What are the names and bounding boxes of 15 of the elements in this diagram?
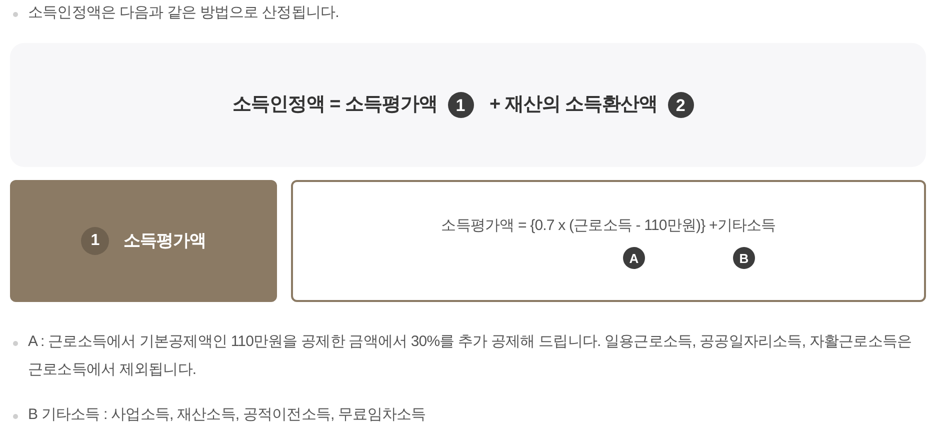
callout-number: B xyxy=(733,247,755,269)
callout-number: A xyxy=(623,247,645,269)
callout-number: 1 xyxy=(81,227,110,255)
section-header-box xyxy=(10,180,277,302)
formula-text: + 재산의 소득환산액 xyxy=(490,92,658,117)
callout-number: 2 xyxy=(668,92,694,118)
note-text: B 기타소득 : 사업소득, 재산소득, 공적이전소득, 무료임차소득 xyxy=(28,405,427,425)
note-text: A : 근로소득에서 기본공제액인 110만원을 공제한 금액에서 30%를 추가 공제해 드립니다. 일용근로소득, 공공일자리소득, 자활근로소득은 근로소득에서 제외됩니다. xyxy=(28,332,913,380)
formula-panel xyxy=(10,43,926,167)
section-title: 소득평가액 xyxy=(123,230,206,252)
formula-text: 소득인정액 = 소득평가액 xyxy=(232,92,438,117)
formula-text: 소득평가액 = {0.7 x (근로소득 - 110만원)} +기타소득 xyxy=(441,216,776,236)
note-text: 소득인정액은 다음과 같은 방법으로 산정됩니다. xyxy=(28,3,340,23)
formula-detail-box xyxy=(291,180,926,302)
callout-number: 1 xyxy=(448,92,474,118)
